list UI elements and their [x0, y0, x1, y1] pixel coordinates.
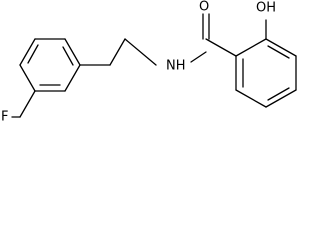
inner-double-bond: [267, 45, 290, 59]
bond: [19, 38, 36, 66]
bond: [235, 89, 267, 108]
nh-label: NH: [166, 59, 186, 74]
carbonyl-oxygen-label: O: [199, 0, 209, 15]
bond: [235, 38, 267, 57]
bond: [64, 38, 81, 66]
bond: [64, 64, 81, 92]
inner-double-bond: [27, 44, 39, 64]
ch2-bond: [109, 38, 126, 66]
bond: [205, 38, 237, 57]
bond: [19, 64, 36, 92]
carbonyl-group: [202, 13, 237, 57]
n-carbonyl-bond: [190, 51, 207, 63]
hydroxyphenyl-ring: [235, 38, 297, 108]
fluorophenyl-ring: [19, 38, 81, 118]
bond: [265, 38, 297, 57]
fluorine-label: F: [1, 110, 8, 125]
hydroxyl-label: OH: [256, 1, 276, 16]
bond: [19, 90, 36, 118]
n-ch2-bond: [124, 38, 157, 66]
bond: [265, 89, 297, 108]
inner-double-bond: [62, 46, 74, 66]
molecule-structure: F NH O OH: [1, 0, 297, 125]
inner-double-bond: [267, 87, 290, 101]
